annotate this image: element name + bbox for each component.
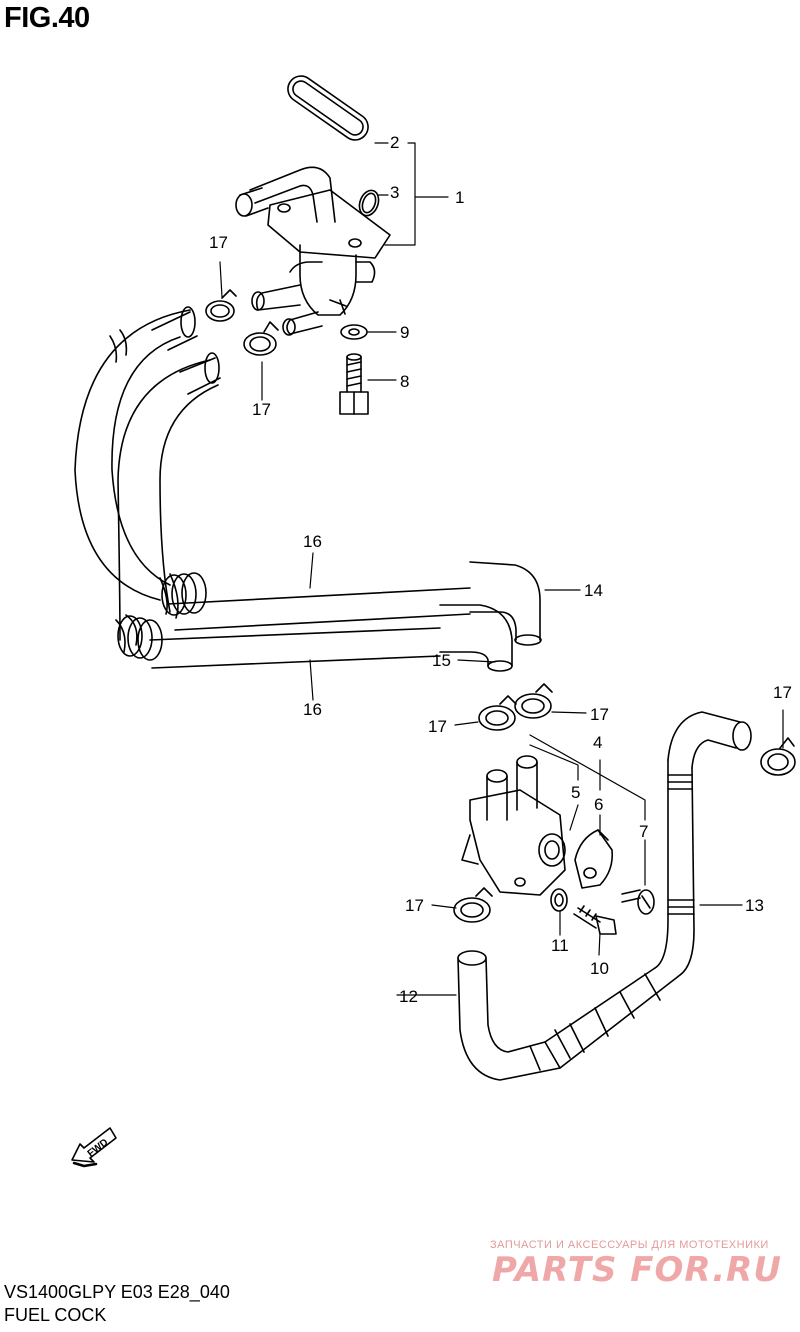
callout-2: 2 (390, 133, 399, 152)
fuel-hose-part-16-lower (115, 352, 441, 669)
hose-clamp-part-17-lower-a (478, 695, 517, 731)
fuel-hose-part-16-upper (74, 306, 471, 631)
callout-17-a: 17 (209, 233, 228, 252)
callout-17-d: 17 (428, 717, 447, 736)
callout-17-c: 17 (773, 683, 792, 702)
hose-clamp-part-17-lower-b (514, 683, 553, 719)
hose-clamp-part-17-lower-c (453, 887, 493, 923)
callout-8: 8 (400, 372, 409, 391)
callout-9: 9 (400, 323, 409, 342)
hose-clamp-part-17-upper-a (205, 289, 237, 322)
callout-16-upper: 16 (303, 532, 322, 551)
bolt-part-8 (339, 353, 369, 415)
callout-11: 11 (551, 936, 569, 955)
hose-elbow-part-15 (439, 604, 513, 672)
hose-clamp-part-17-right (760, 737, 796, 776)
hose-clamp-part-17-upper-b (243, 321, 279, 356)
forward-direction-arrow (71, 1127, 117, 1168)
callout-6: 6 (594, 795, 603, 814)
o-ring-part-3 (358, 189, 380, 217)
model-code: VS1400GLPY E03 E28_040 (4, 1282, 230, 1302)
hose-clamp-ring-lower (117, 615, 163, 661)
callout-17-b: 17 (252, 400, 271, 419)
callout-1: 1 (455, 188, 464, 207)
fuel-cock-part-1 (235, 166, 391, 336)
callout-16-lower: 16 (303, 700, 322, 719)
fwd-label: FWD (86, 1137, 111, 1160)
hose-elbow-part-14 (469, 561, 542, 646)
figure-title: FIG.40 (4, 2, 90, 34)
callout-13: 13 (745, 896, 764, 915)
callout-15: 15 (432, 651, 451, 670)
fuel-hose-part-13 (654, 711, 752, 976)
hose-clamp-ring-upper (161, 572, 207, 616)
washer-part-11 (550, 888, 568, 912)
fuel-hose-part-12 (457, 950, 681, 1081)
fuel-cock-part-5 (461, 755, 566, 896)
callout-7: 7 (639, 822, 648, 841)
callout-5: 5 (571, 783, 580, 802)
exploded-parts-diagram: 2 3 1 17 9 8 17 16 14 15 16 17 17 17 4 5… (71, 75, 796, 1168)
callout-17-f: 17 (405, 896, 424, 915)
callout-12: 12 (399, 987, 418, 1006)
watermark-logo: PARTS FOR.RU (492, 1250, 782, 1290)
callout-10: 10 (590, 959, 609, 978)
screw-part-10 (573, 905, 617, 935)
callout-3: 3 (390, 183, 399, 202)
gasket-part-2 (287, 75, 369, 141)
screw-part-7 (621, 889, 655, 915)
lever-part-6 (574, 829, 614, 889)
washer-part-9 (340, 324, 368, 340)
callout-14: 14 (584, 581, 603, 600)
callout-17-e: 17 (590, 705, 609, 724)
diagram-name: FUEL COCK (4, 1305, 107, 1325)
callout-4: 4 (593, 733, 602, 752)
watermark-tagline: ЗАПЧАСТИ И АКСЕССУАРЫ ДЛЯ МОТОТЕХНИКИ (490, 1239, 769, 1251)
